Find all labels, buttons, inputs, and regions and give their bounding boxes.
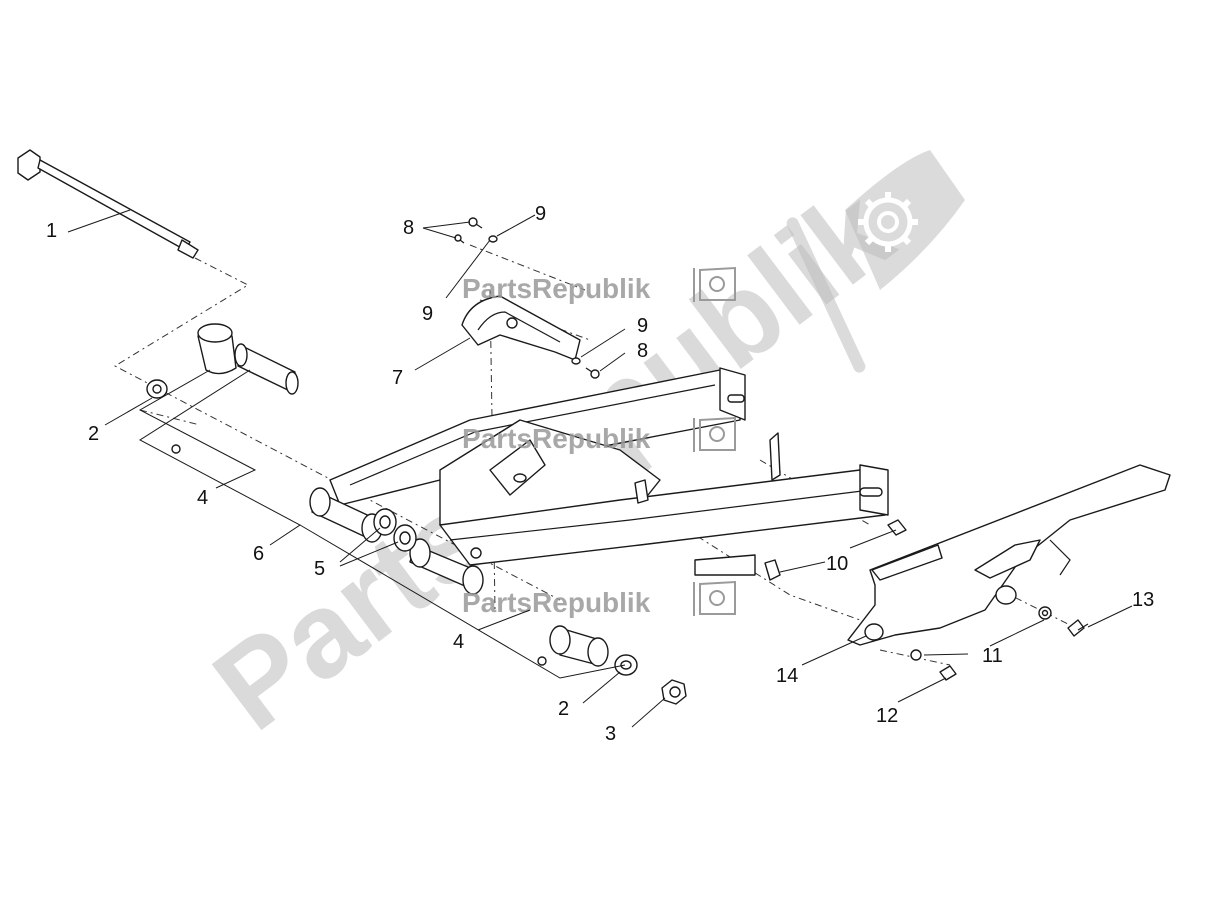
callout-3: 3	[605, 723, 616, 745]
callout-7: 7	[392, 367, 403, 389]
clip-nuts-10	[764, 519, 907, 581]
callout-14: 14	[776, 665, 798, 687]
callout-1: 1	[46, 220, 57, 242]
callout-5: 5	[314, 558, 325, 580]
watermark-flag-logo	[786, 150, 965, 373]
callout-4-left: 4	[197, 487, 208, 509]
callout-8-top: 8	[403, 217, 414, 239]
callout-9-top: 9	[535, 203, 546, 225]
right-bearing-stack	[537, 625, 687, 705]
callout-8-right: 8	[637, 340, 648, 362]
swingarm	[309, 367, 889, 595]
fasteners-8-9	[454, 217, 600, 379]
gear-icon	[858, 192, 918, 252]
callout-12: 12	[876, 705, 898, 727]
leader-lines	[67, 209, 1133, 728]
callout-labels: 1 2 2 3 4 4 5 6 7 8 8 9 9 9 10 11 12 13 …	[46, 203, 1154, 745]
watermark-brand-small: PartsRepublik	[462, 423, 651, 454]
watermark-small-1: PartsRepublik PartsRepublik PartsRepubli…	[462, 266, 736, 618]
pivot-axle	[17, 149, 199, 259]
callout-4-right: 4	[453, 631, 464, 653]
watermark-brand-small: PartsRepublik	[462, 273, 651, 304]
callout-9-left: 9	[422, 303, 433, 325]
watermark-brand-small: PartsRepublik	[462, 587, 651, 618]
callout-11: 11	[982, 645, 1003, 667]
chain-guide	[461, 295, 581, 361]
callout-10: 10	[826, 553, 848, 575]
callout-9-right: 9	[637, 315, 648, 337]
callout-13: 13	[1132, 589, 1154, 611]
callout-6: 6	[253, 543, 264, 565]
left-bearing-stack	[146, 323, 299, 454]
washers-5	[373, 508, 417, 552]
chain-guard	[847, 464, 1171, 646]
callout-2-right: 2	[558, 698, 569, 720]
callout-2-left: 2	[88, 423, 99, 445]
fasteners-11-12-13	[910, 606, 1089, 681]
